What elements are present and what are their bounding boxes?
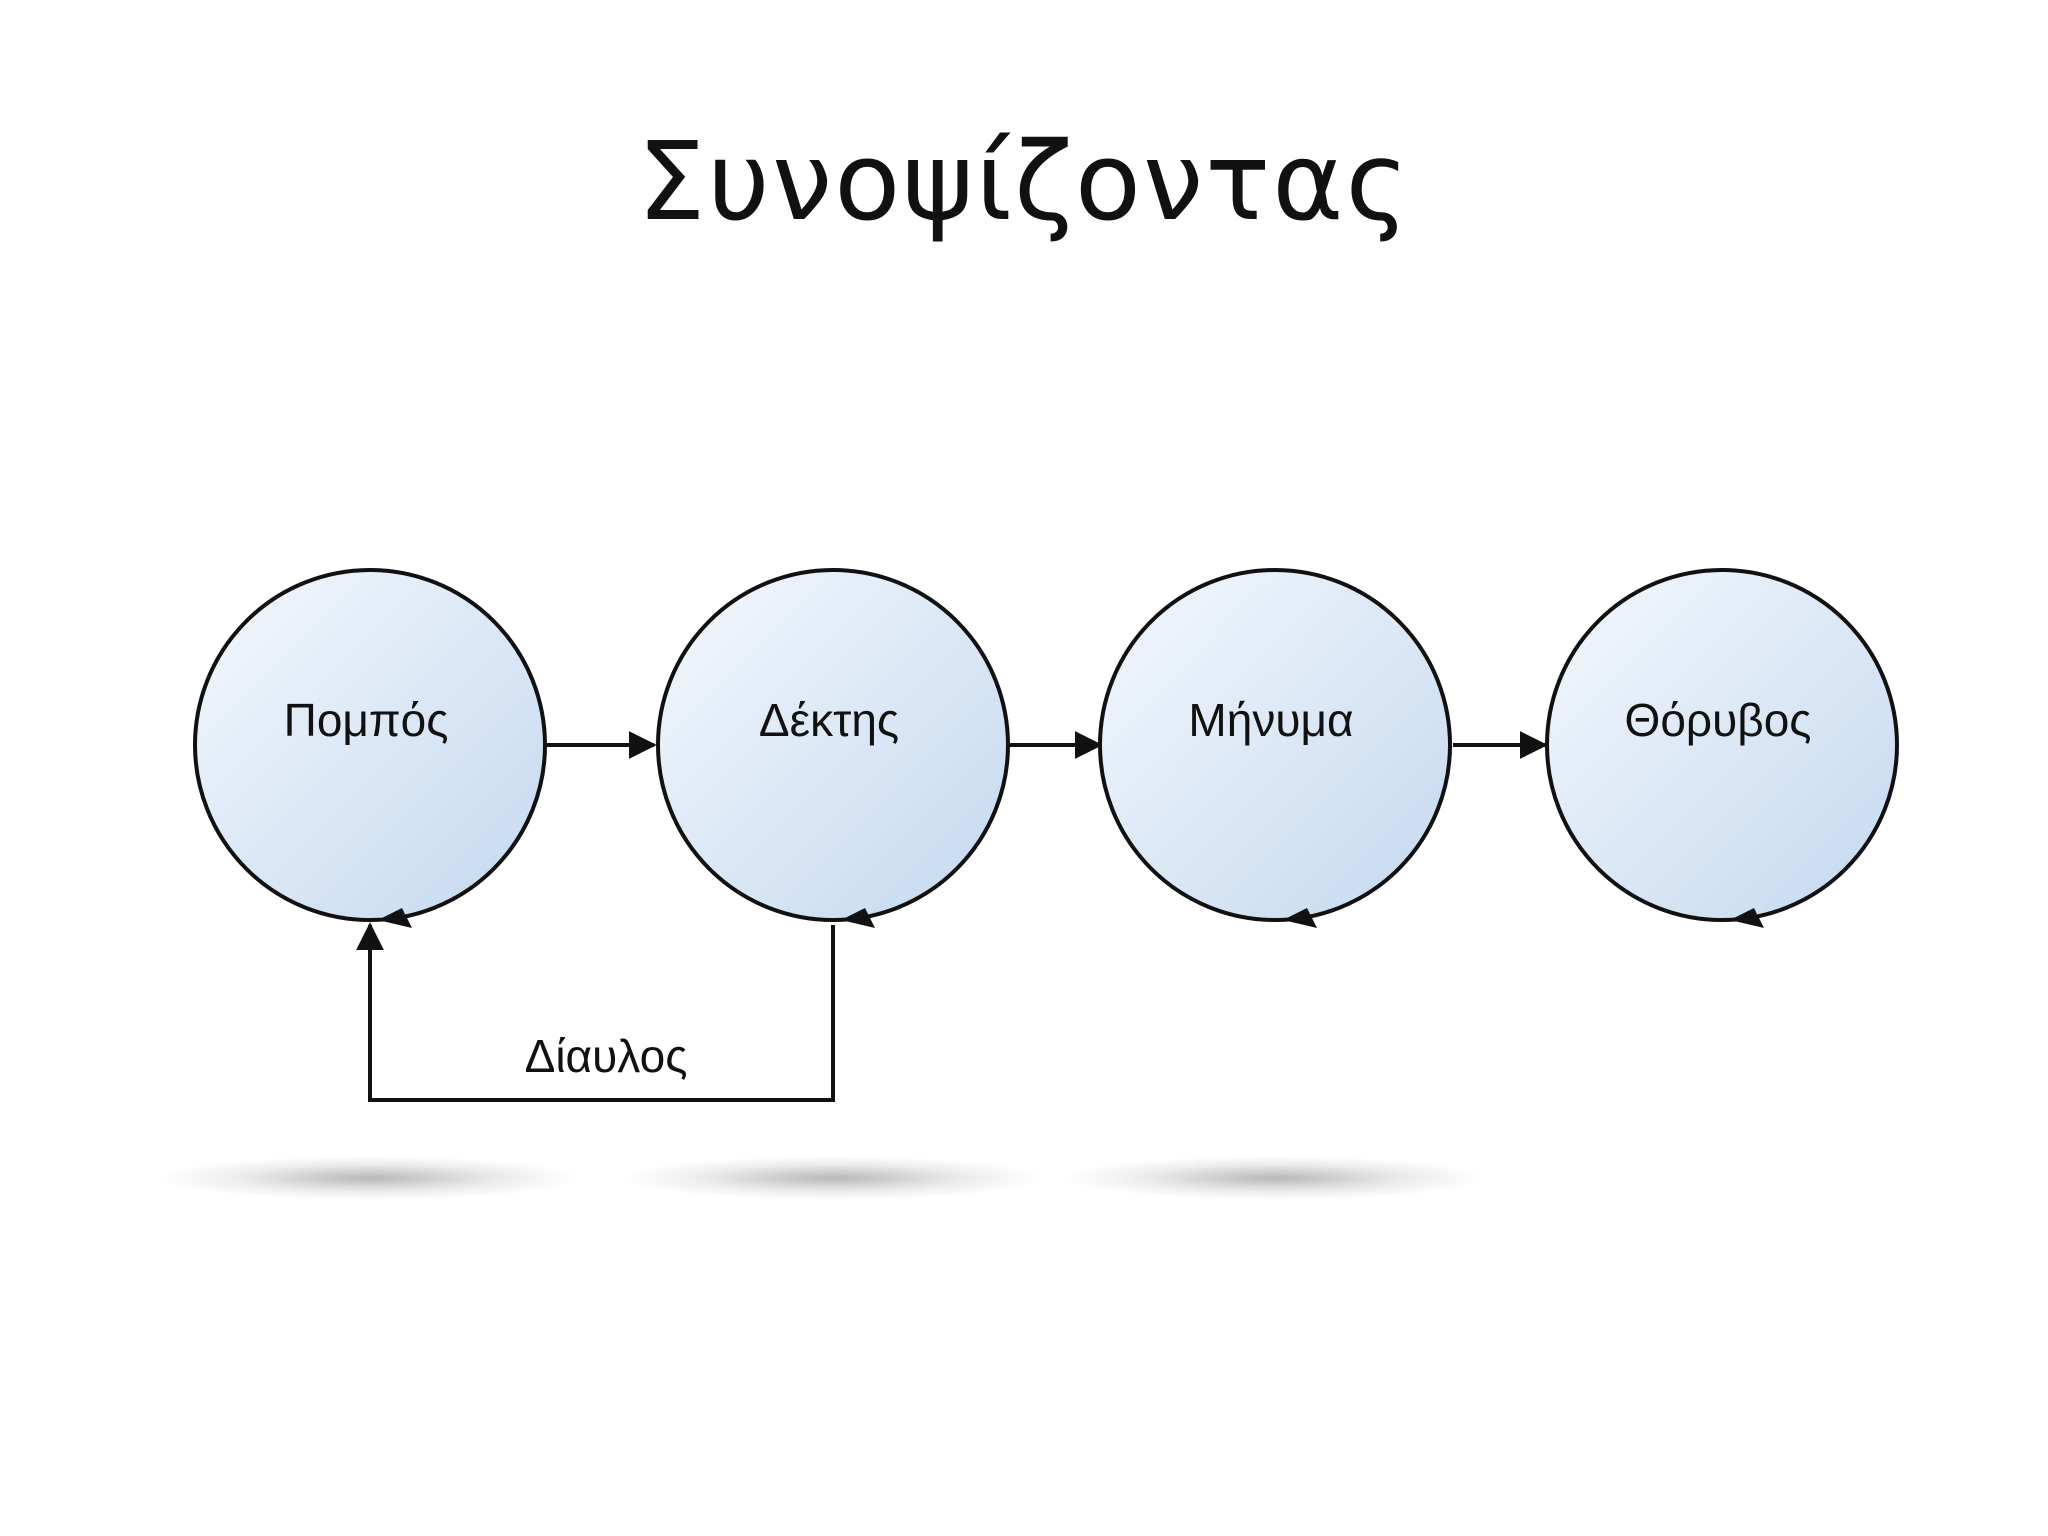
node-label-dektis: Δέκτης: [759, 694, 899, 746]
shadow-2: [623, 1156, 1043, 1200]
node-dektis: Δέκτης: [656, 568, 1010, 928]
edge-dektis-pompos: [356, 922, 835, 1102]
shadow-1: [160, 1156, 580, 1200]
node-pompos: Πομπός: [193, 568, 547, 928]
shadow-3: [1065, 1156, 1485, 1200]
node-label-pompos: Πομπός: [284, 694, 449, 746]
node-minyma: Μήνυμα: [1098, 568, 1452, 928]
node-label-thoryvos: Θόρυβος: [1625, 694, 1812, 746]
node-label-minyma: Μήνυμα: [1188, 694, 1353, 746]
slide-title: Συνοψίζοντας: [637, 120, 1411, 245]
node-thoryvos: Θόρυβος: [1545, 568, 1899, 928]
edge-label-diavlos: Δίαυλος: [525, 1030, 688, 1082]
